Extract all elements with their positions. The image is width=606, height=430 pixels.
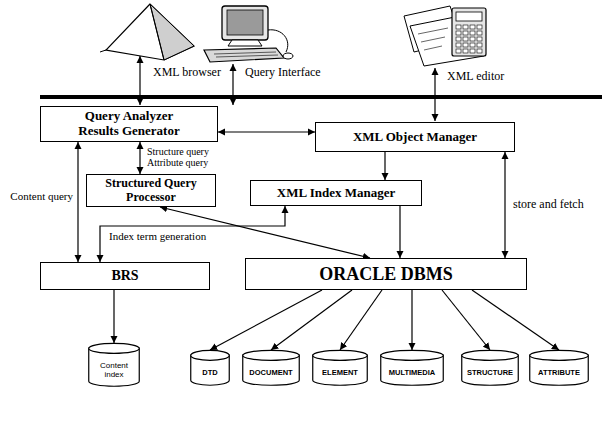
process-box: XML Object Manager	[315, 122, 515, 152]
cylinder-top	[313, 350, 368, 360]
editor-arrow	[434, 68, 435, 121]
connector-arrow	[504, 152, 505, 258]
cylinder-outline	[529, 350, 589, 386]
edge-label: Structure query Attribute query	[146, 146, 226, 168]
interface-label: XML browser	[152, 66, 222, 79]
connector-arrow	[218, 131, 315, 132]
query-interface-arrow	[232, 64, 233, 105]
connector-arrow	[472, 290, 559, 350]
calculator-icon	[404, 6, 486, 66]
connector-arrow	[399, 206, 400, 258]
connector-arrow	[271, 290, 352, 350]
cylinder-outline	[461, 350, 519, 386]
box-label: BRS	[111, 268, 138, 284]
database-cylinder: MULTIMEDIA	[380, 350, 444, 386]
system-box: BRS	[40, 262, 210, 290]
database-cylinder: DTD	[190, 350, 230, 386]
box-label: Query Analyzer Results Generator	[67, 109, 192, 138]
table-name: ELEMENT	[322, 369, 358, 377]
connector-arrow	[77, 142, 78, 262]
database-cylinder: Content index	[88, 343, 140, 387]
connector-arrow	[139, 142, 140, 174]
table-name: DTD	[202, 369, 217, 377]
database-cylinder: ATTRIBUTE	[529, 350, 589, 386]
table-name: MULTIMEDIA	[389, 369, 436, 377]
pyramid-icon	[100, 4, 194, 60]
interface-bar	[40, 95, 602, 99]
cylinder-outline	[312, 350, 368, 386]
computer-icon	[204, 6, 293, 62]
table-name: STRUCTURE	[467, 369, 513, 377]
box-label: XML Index Manager	[277, 186, 395, 201]
process-box: XML Index Manager	[250, 180, 422, 206]
connector-arrow	[210, 290, 322, 350]
interface-label: XML editor	[446, 70, 505, 83]
interface-label: Query Interface	[244, 66, 322, 79]
connector-arrow	[442, 290, 490, 350]
table-name: DOCUMENT	[249, 369, 292, 377]
connector-arrow	[100, 206, 285, 262]
browser-arrow	[139, 56, 140, 105]
edge-label: Content query	[9, 190, 74, 202]
cylinder-top	[191, 350, 230, 360]
cylinder-top	[89, 343, 140, 353]
cylinder-top	[530, 350, 589, 360]
connector-arrow	[384, 152, 385, 180]
cylinder-top	[243, 350, 300, 360]
database-cylinder: ELEMENT	[312, 350, 368, 386]
edge-label: Index term generation	[108, 230, 207, 242]
table-name: ATTRIBUTE	[538, 369, 580, 377]
system-box: ORACLE DBMS	[245, 258, 527, 290]
cylinder-top	[381, 350, 444, 360]
box-label: Structured Query Processor	[96, 177, 206, 204]
database-cylinder: DOCUMENT	[242, 350, 300, 386]
process-box: Query Analyzer Results Generator	[40, 106, 218, 142]
connector-arrow	[340, 290, 382, 350]
edge-label: store and fetch	[512, 198, 585, 211]
cylinder-outline	[190, 350, 230, 386]
cylinder-outline	[380, 350, 444, 386]
connector-arrow	[411, 290, 412, 350]
box-label: ORACLE DBMS	[319, 264, 453, 284]
cylinder-outline	[242, 350, 300, 386]
process-box: Structured Query Processor	[86, 174, 216, 207]
table-name: Content index	[94, 362, 134, 380]
connector-arrow	[113, 290, 114, 343]
database-cylinder: STRUCTURE	[461, 350, 519, 386]
box-label: XML Object Manager	[353, 130, 477, 145]
cylinder-top	[462, 350, 519, 360]
